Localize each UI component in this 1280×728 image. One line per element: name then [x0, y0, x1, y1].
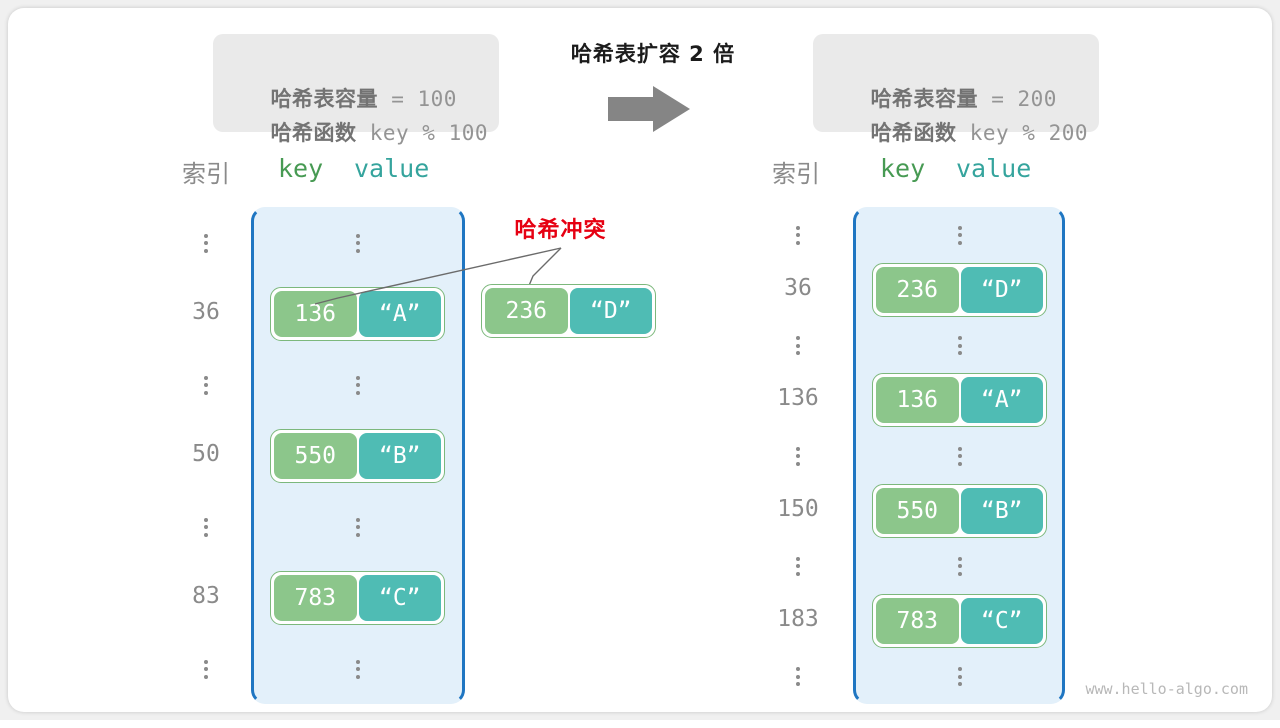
entry-value: “B” [960, 487, 1043, 534]
floating-entry-colliding: 236 “D” [481, 284, 656, 338]
header-value-right: value [956, 154, 1032, 183]
slot-ellipsis [270, 659, 445, 679]
entry-key: 136 [876, 377, 959, 424]
entry-key: 236 [876, 266, 959, 313]
entry-key: 550 [274, 432, 357, 479]
entry-value: “A” [358, 290, 441, 337]
info-box-before: 哈希表容量 = 100 哈希函数 key % 100 [213, 34, 499, 145]
row-index: 183 [777, 606, 819, 633]
slot-ellipsis [872, 336, 1047, 356]
slot-ellipsis [872, 225, 1047, 245]
entry-key: 136 [274, 290, 357, 337]
table-entry: 236“D” [872, 262, 1047, 317]
index-ellipsis [760, 667, 836, 687]
capacity-value-before: = 100 [378, 87, 457, 111]
function-line-before: 哈希函数 key % 100 [235, 82, 488, 145]
right-arrow-icon [608, 86, 690, 137]
slot-ellipsis [872, 446, 1047, 466]
header-index-left: 索引 [182, 160, 230, 188]
function-line-after: 哈希函数 key % 200 [835, 82, 1088, 145]
row-index: 50 [192, 440, 220, 467]
expand-title: 哈希表扩容 2 倍 [570, 42, 736, 66]
entry-value: “D” [960, 266, 1043, 313]
entry-value: “A” [960, 377, 1043, 424]
watermark: www.hello-algo.com [1085, 680, 1248, 698]
table-entry: 550“B” [872, 483, 1047, 538]
index-ellipsis [168, 375, 244, 395]
function-value-before: key % 100 [356, 121, 488, 145]
function-value-after: key % 200 [956, 121, 1088, 145]
header-key-right: key [880, 154, 926, 183]
table-entry: 136“A” [270, 286, 445, 341]
diagram-card: 哈希表容量 = 100 哈希函数 key % 100 哈希表扩容 2 倍 哈希表… [8, 8, 1272, 712]
table-entry: 550“B” [270, 428, 445, 483]
function-label-before: 哈希函数 [270, 121, 357, 145]
index-ellipsis [760, 336, 836, 356]
entry-key: 783 [274, 574, 357, 621]
function-label-after: 哈希函数 [870, 121, 957, 145]
slot-ellipsis [270, 233, 445, 253]
slot-ellipsis [270, 375, 445, 395]
table-entry: 783“C” [270, 570, 445, 625]
capacity-line-after: 哈希表容量 = 200 [835, 48, 1077, 111]
header-key-left: key [278, 154, 324, 183]
index-ellipsis [168, 233, 244, 253]
collision-label: 哈希冲突 [514, 218, 607, 243]
slot-ellipsis [270, 517, 445, 537]
table-entry: 783“C” [872, 594, 1047, 649]
entry-value: “C” [358, 574, 441, 621]
slot-ellipsis [872, 556, 1047, 576]
index-ellipsis [760, 556, 836, 576]
index-ellipsis [760, 225, 836, 245]
entry-value: “B” [358, 432, 441, 479]
capacity-label-before: 哈希表容量 [270, 87, 379, 111]
entry-value: “C” [960, 598, 1043, 645]
index-ellipsis [168, 517, 244, 537]
capacity-line-before: 哈希表容量 = 100 [235, 48, 477, 111]
info-box-after: 哈希表容量 = 200 哈希函数 key % 200 [813, 34, 1099, 145]
slot-ellipsis [872, 667, 1047, 687]
row-index: 36 [784, 274, 812, 301]
floating-entry-key: 236 [485, 288, 568, 334]
row-index: 136 [777, 385, 819, 412]
entry-key: 783 [876, 598, 959, 645]
index-ellipsis [168, 659, 244, 679]
table-entry: 136“A” [872, 373, 1047, 428]
entry-key: 550 [876, 487, 959, 534]
row-index: 83 [192, 582, 220, 609]
capacity-label-after: 哈希表容量 [870, 87, 979, 111]
capacity-value-after: = 200 [978, 87, 1057, 111]
header-index-right: 索引 [772, 160, 820, 188]
floating-entry-value: “D” [569, 288, 652, 334]
row-index: 150 [777, 495, 819, 522]
header-value-left: value [354, 154, 430, 183]
index-ellipsis [760, 446, 836, 466]
row-index: 36 [192, 298, 220, 325]
